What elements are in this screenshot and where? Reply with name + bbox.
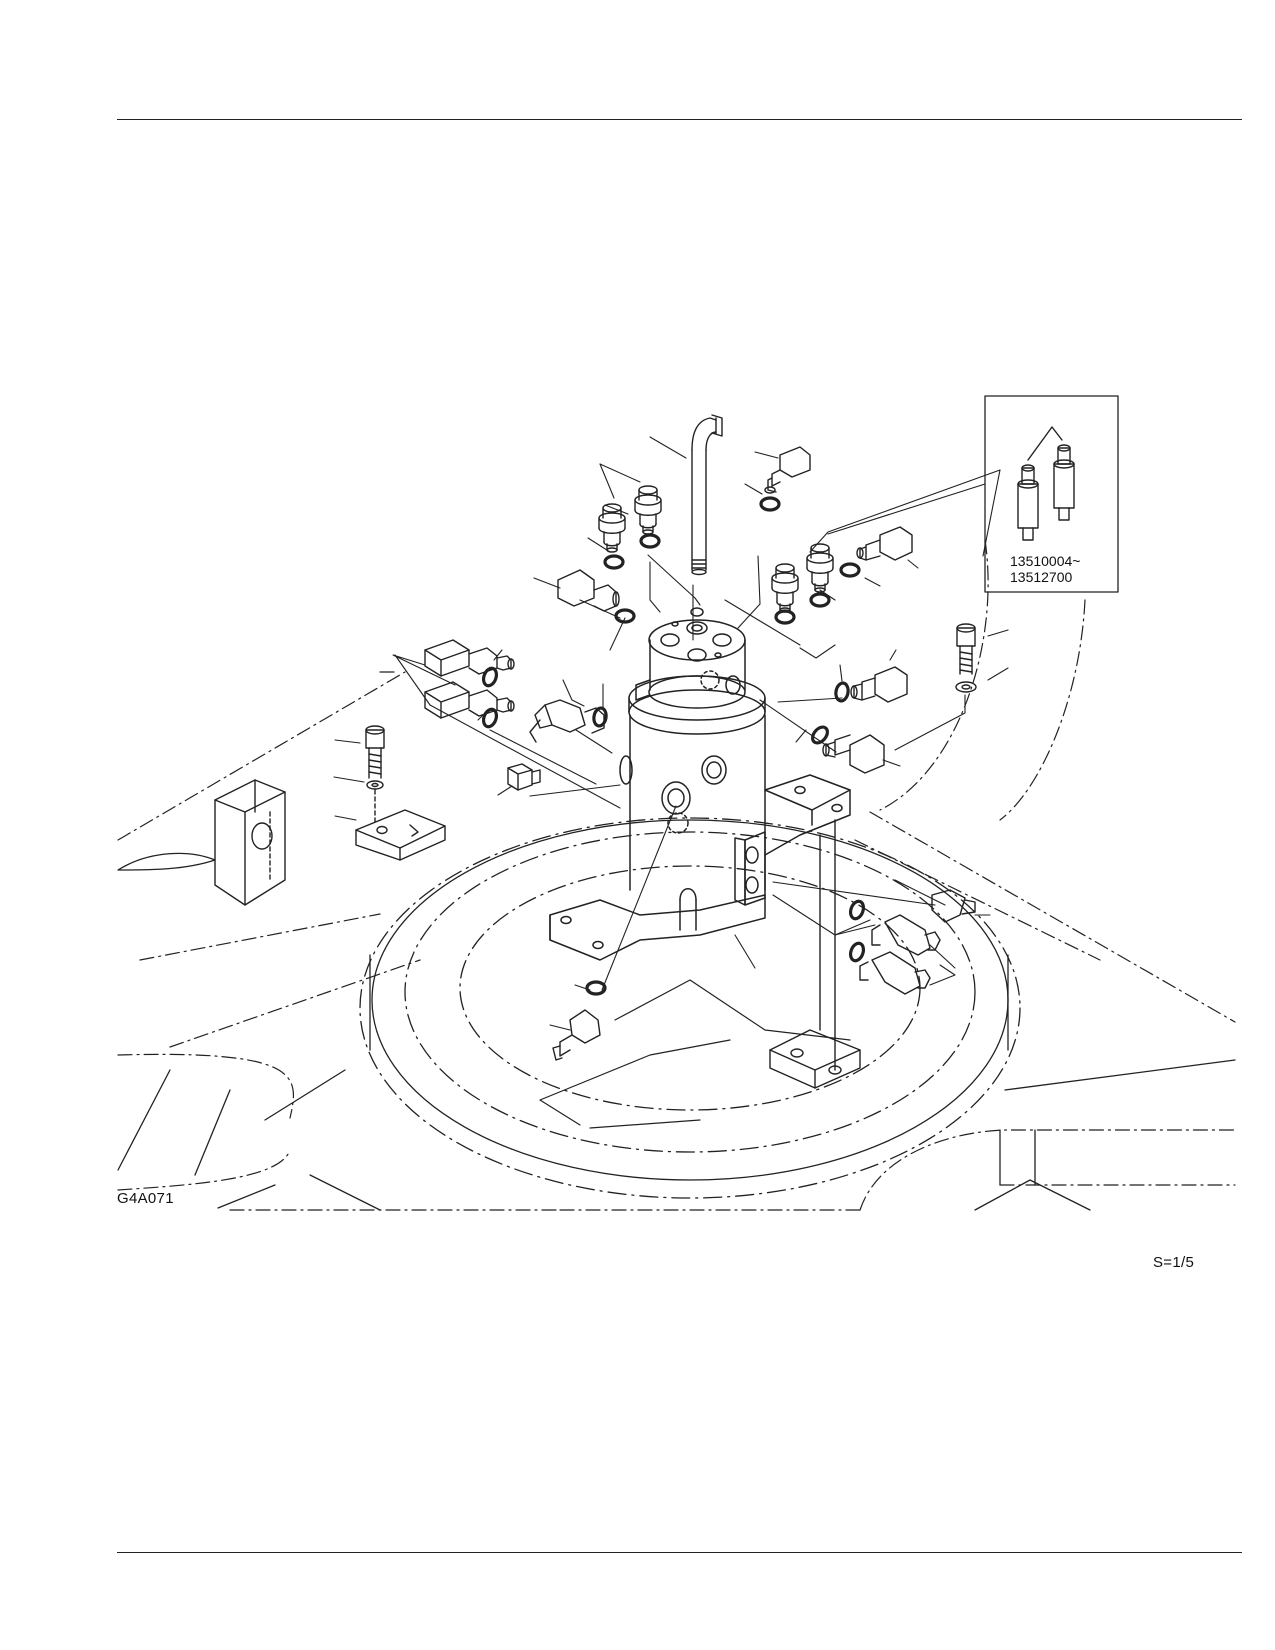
oring-right-middle (832, 680, 852, 704)
elbow-fitting-left-upper (557, 569, 620, 612)
oring-angled (590, 705, 610, 729)
angled-fitting-left (529, 699, 605, 743)
stopper-bracket (214, 779, 286, 906)
bottom-rule (117, 1552, 1242, 1553)
nipple-fittings-top-left (598, 485, 662, 553)
oring-left-upper (614, 608, 636, 624)
leader-lines (333, 436, 1009, 1031)
swivel-body (549, 607, 851, 961)
inner-frame (539, 979, 851, 1129)
elbow-fitting-top-right (764, 446, 811, 494)
elbow-fittings-bottom-right (859, 914, 941, 995)
mount-bolt-right (955, 623, 977, 693)
figure-code: G4A071 (117, 1190, 174, 1207)
inset-nipples (1017, 444, 1075, 541)
swing-ring (359, 817, 1021, 1199)
stopper-plate (355, 809, 446, 861)
oring-top-right (759, 496, 781, 512)
oring-right-lower (808, 722, 832, 748)
nipple-fittings-upper-right (771, 543, 834, 613)
plug-left (507, 763, 541, 791)
elbow-fitting-right-middle (850, 666, 908, 703)
inset-serial-start: 13510004~ (1010, 553, 1081, 569)
elbow-fitting-bottom-left (552, 1009, 601, 1061)
lower-plate (769, 819, 861, 1089)
elbow-fitting-right-lower (822, 734, 885, 774)
inset-box (984, 395, 1119, 593)
elbow-fitting-upper-right (856, 526, 913, 561)
scale-label: S=1/5 (1153, 1254, 1195, 1271)
stopper-bolt (365, 725, 385, 823)
top-rule (117, 119, 1242, 120)
check-valve-cap (931, 889, 976, 923)
vertical-pipe (691, 414, 723, 576)
inset-serial-end: 13512700 (1010, 569, 1073, 585)
frame-solid-lines (117, 852, 1236, 1211)
